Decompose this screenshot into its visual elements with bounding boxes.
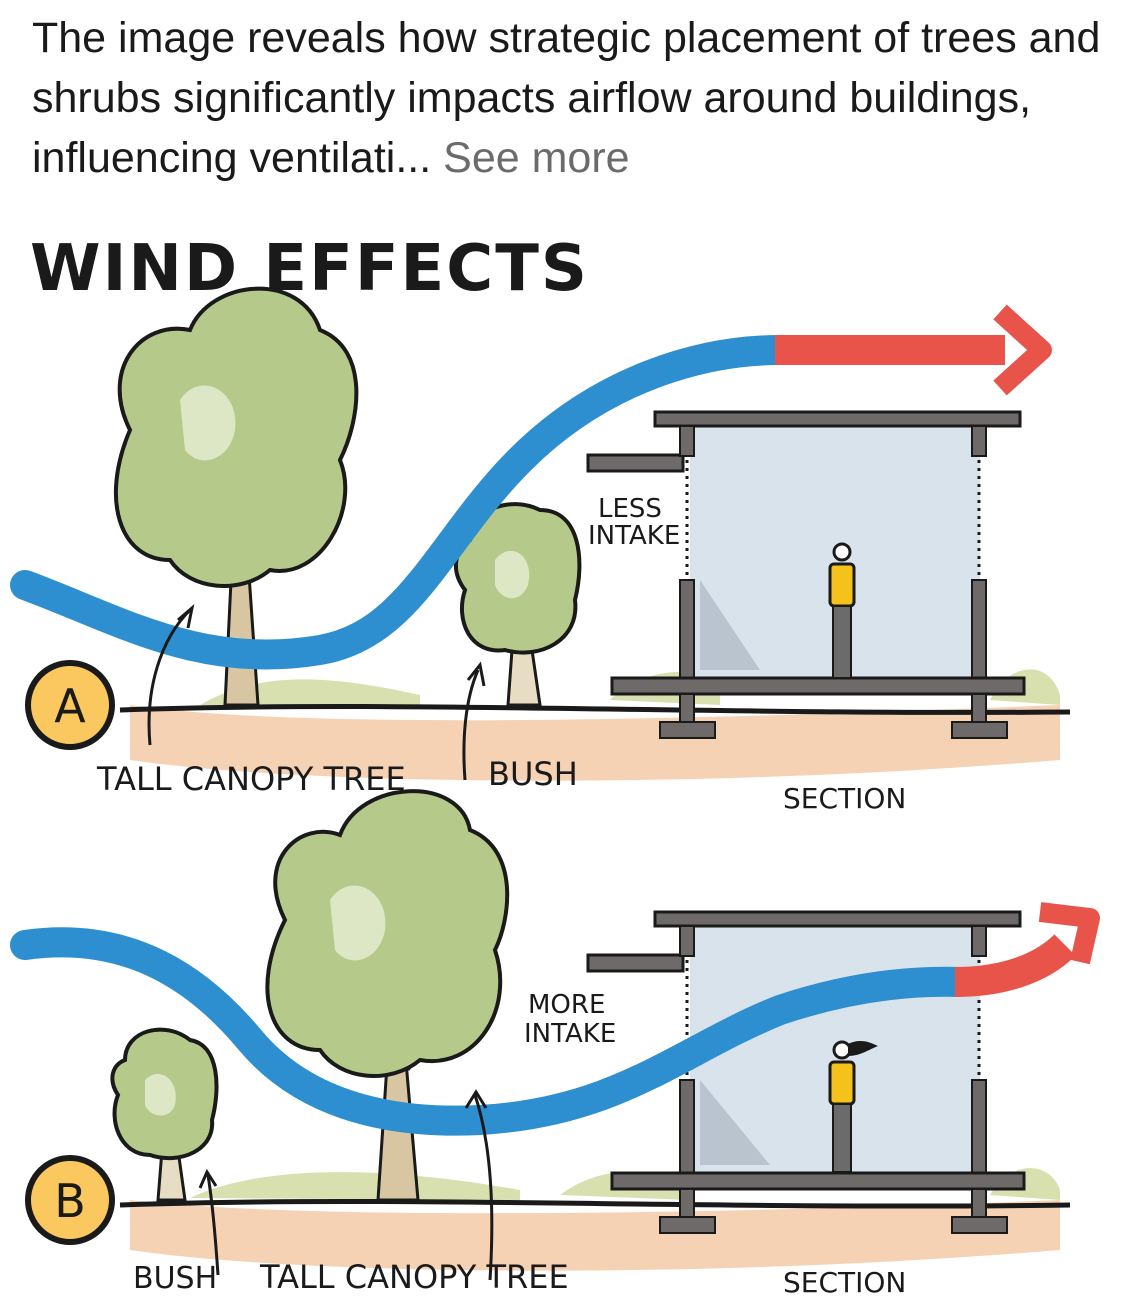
label-intake-a: INTAKE [588,521,680,551]
caption-text: The image reveals how strategic placemen… [32,14,1101,182]
marker-a-circle [25,660,115,750]
wind-flow-b [10,927,975,1136]
label-tall-canopy-tree-a: TALL CANOPY TREE [96,760,406,798]
pointer-tall-tree-a [147,604,195,746]
pointer-bush-a [462,661,486,781]
wind-flow-a [10,335,795,670]
bush-b [110,1027,219,1202]
person-b [828,1040,878,1173]
diagram-title: WIND EFFECTS [30,232,589,306]
ground-line-a [119,704,1071,715]
tall-canopy-tree-b [265,789,510,1202]
ground-line-b [119,1198,1071,1209]
scenario-a: A LESS INTAKE TALL CANOPY TREE BUSH SECT… [10,286,1071,815]
bush-a [454,502,582,707]
label-more: MORE [528,990,605,1020]
scenario-b: B MORE INTAKE BUSH TALL CANOPY TREE SECT… [10,789,1100,1299]
marker-a-label: A [54,679,86,733]
wind-arrowhead-a [993,304,1052,396]
ground-fill-b [130,1200,1060,1271]
pointer-bush-b [198,1168,220,1276]
wind-arrowhead-b [1038,902,1100,965]
label-section-b: SECTION [783,1266,906,1299]
building-section-a [586,410,1026,739]
see-more-link[interactable]: See more [443,134,630,182]
marker-b-circle [25,1155,115,1245]
label-section-a: SECTION [783,782,906,815]
label-bush-a: BUSH [488,755,578,793]
wind-effects-diagram: WIND EFFECTS [10,232,1100,1299]
label-less: LESS [598,494,662,524]
marker-b-label: B [54,1174,86,1228]
label-tall-canopy-tree-b: TALL CANOPY TREE [259,1258,569,1296]
ground-fill-a [130,705,1060,781]
wind-exit-arrow-b [954,933,1076,997]
label-bush-b: BUSH [133,1261,217,1296]
person-a [828,542,856,679]
pointer-tall-tree-b [464,1089,494,1281]
label-intake-b: INTAKE [524,1019,616,1049]
post-caption: The image reveals how strategic placemen… [32,8,1102,188]
